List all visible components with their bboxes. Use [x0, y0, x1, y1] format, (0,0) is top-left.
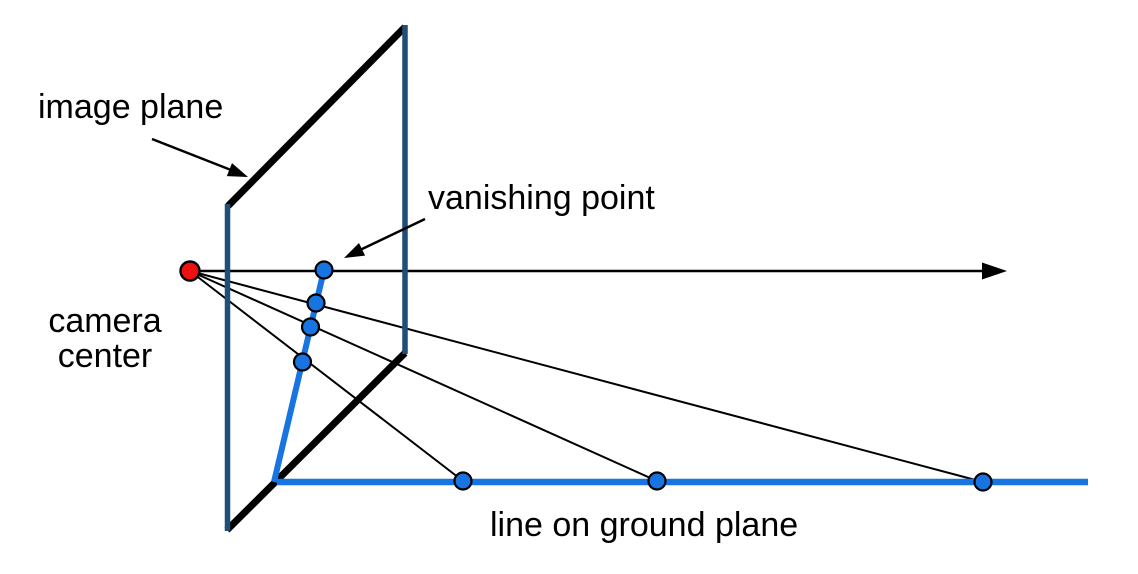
- camera-center-dot: [179, 260, 201, 282]
- image-plane-arrow-shaft: [151, 137, 232, 172]
- ground-line-label: line on ground plane: [490, 506, 799, 544]
- camera-ray-near: [189, 270, 464, 482]
- ground-dot-mid: [647, 471, 667, 491]
- camera-center-label: camera center: [20, 304, 190, 374]
- vanishing-point-dot: [314, 260, 334, 280]
- camera-ray-mid: [189, 270, 658, 482]
- projection-dot-low: [292, 352, 313, 372]
- image-plane-shape: [224, 24, 408, 533]
- image-plane-dots: [292, 260, 334, 372]
- camera-center-label-line2: center: [57, 337, 153, 375]
- vanishing-point-arrow-shaft: [359, 217, 426, 252]
- image-plane-top-edge: [225, 24, 408, 209]
- projection-dot-high: [306, 293, 326, 313]
- vanishing-point-label-arrow-icon: [344, 217, 426, 258]
- image-plane-arrowhead: [226, 163, 248, 177]
- vanishing-point-label: vanishing point: [428, 179, 655, 217]
- vanishing-point-arrowhead: [344, 243, 366, 258]
- projection-dot-middle: [300, 317, 321, 337]
- image-plane-label: image plane: [38, 88, 224, 126]
- ground-line-dots: [453, 471, 993, 492]
- camera-center-label-line1: camera: [48, 302, 162, 340]
- ground-dot-near: [453, 471, 473, 491]
- horizontal-ray-arrowhead-icon: [982, 262, 1007, 280]
- image-plane-bottom-edge: [224, 350, 408, 533]
- image-plane-label-arrow-icon: [151, 137, 248, 177]
- ground-dot-far: [973, 472, 993, 492]
